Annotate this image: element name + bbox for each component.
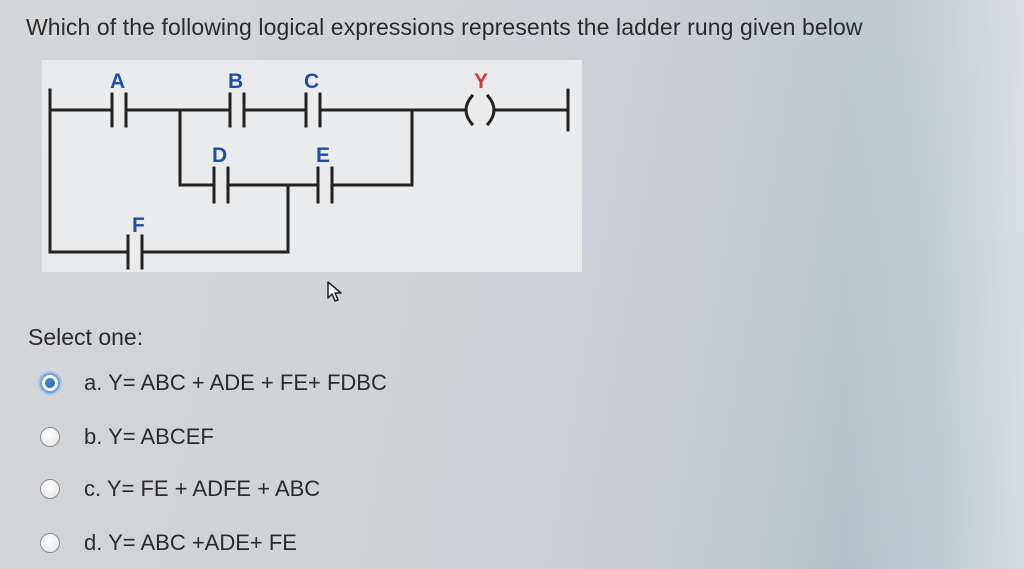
- radio-unchecked-icon[interactable]: [40, 427, 60, 447]
- radio-unchecked-icon[interactable]: [40, 479, 60, 499]
- radio-unchecked-icon[interactable]: [40, 533, 60, 553]
- option-c[interactable]: c. Y= FE + ADFE + ABC: [40, 476, 320, 502]
- contact-f-label: F: [132, 214, 145, 237]
- screen-glare: [844, 0, 1024, 569]
- mouse-pointer-icon: [326, 280, 346, 309]
- option-a[interactable]: a. Y= ABC + ADE + FE+ FDBC: [40, 370, 387, 396]
- option-d[interactable]: d. Y= ABC +ADE+ FE: [40, 530, 297, 556]
- contact-b-label: B: [228, 70, 243, 93]
- contact-c-label: C: [304, 70, 319, 93]
- ladder-diagram: A B C Y D E F: [42, 60, 582, 272]
- question-text: Which of the following logical expressio…: [26, 14, 863, 40]
- option-d-label[interactable]: d. Y= ABC +ADE+ FE: [84, 530, 297, 555]
- ladder-rung-svg: A B C Y D E F: [48, 70, 570, 270]
- option-b-label[interactable]: b. Y= ABCEF: [84, 424, 214, 449]
- contact-e-label: E: [316, 144, 330, 167]
- option-b[interactable]: b. Y= ABCEF: [40, 424, 214, 450]
- contact-a-label: A: [110, 70, 125, 93]
- option-a-label[interactable]: a. Y= ABC + ADE + FE+ FDBC: [84, 370, 387, 395]
- select-one-label: Select one:: [28, 324, 144, 350]
- contact-d-label: D: [212, 144, 227, 167]
- option-c-label[interactable]: c. Y= FE + ADFE + ABC: [84, 476, 321, 501]
- coil-y-label: Y: [474, 70, 488, 93]
- radio-checked-icon[interactable]: [40, 373, 60, 393]
